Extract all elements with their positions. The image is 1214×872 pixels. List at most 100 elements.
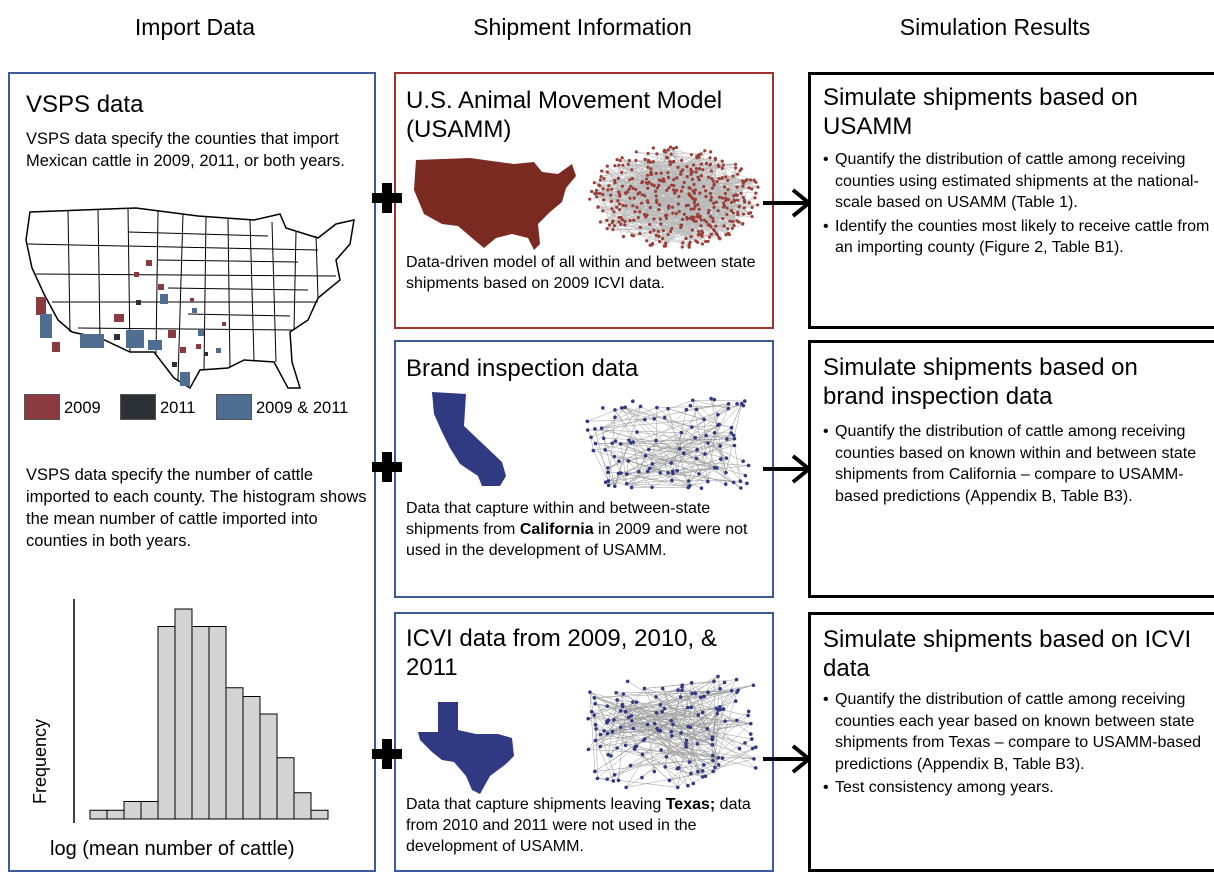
network-node <box>734 163 737 166</box>
network-node <box>709 192 712 195</box>
network-node <box>661 237 664 240</box>
network-node <box>647 152 650 155</box>
network-node <box>612 718 616 722</box>
result-brand-title: Simulate shipments based on brand inspec… <box>823 353 1203 411</box>
network-node <box>729 431 733 435</box>
network-node <box>603 448 607 452</box>
network-node <box>666 471 670 475</box>
network-node <box>711 770 715 774</box>
network-node <box>708 163 711 166</box>
plus-icon <box>372 739 402 769</box>
network-node <box>621 218 624 221</box>
network-node <box>722 707 726 711</box>
network-node <box>636 192 639 195</box>
network-node <box>658 203 661 206</box>
network-node <box>652 146 655 149</box>
network-node <box>687 186 690 189</box>
network-node <box>679 173 682 176</box>
network-node <box>721 217 724 220</box>
network-edge <box>693 400 745 401</box>
network-edge <box>617 700 633 702</box>
histogram-y-axis-label: Frequency <box>30 784 51 804</box>
network-node <box>667 186 670 189</box>
network-node <box>712 206 715 209</box>
network-node <box>665 755 669 759</box>
network-node <box>634 188 637 191</box>
network-node <box>695 457 699 461</box>
histogram-x-axis-label: log (mean number of cattle) <box>50 838 295 861</box>
network-node <box>619 725 623 729</box>
network-node <box>639 405 643 409</box>
network-node <box>628 159 631 162</box>
network-node <box>601 193 604 196</box>
arrow-right-icon <box>763 742 813 776</box>
network-node <box>721 167 724 170</box>
network-node <box>606 470 610 474</box>
network-node <box>672 147 675 150</box>
network-node <box>752 757 756 761</box>
network-node <box>683 181 686 184</box>
histogram-bar <box>311 810 328 819</box>
network-node <box>648 467 652 471</box>
result-icvi-bullets: Quantify the distribution of cattle amon… <box>821 689 1211 801</box>
network-node <box>669 145 672 148</box>
network-node <box>702 763 706 767</box>
network-node <box>605 704 609 708</box>
brand-title: Brand inspection data <box>406 354 638 383</box>
network-node <box>740 192 743 195</box>
network-node <box>724 233 727 236</box>
network-node <box>652 217 655 220</box>
network-node <box>628 197 631 200</box>
network-node <box>645 177 648 180</box>
network-node <box>606 466 610 470</box>
network-node <box>710 177 713 180</box>
network-node <box>650 183 653 186</box>
usamm-network-graph <box>584 142 764 252</box>
network-node <box>676 688 680 692</box>
network-node <box>675 189 678 192</box>
network-node <box>681 185 684 188</box>
network-node <box>652 417 656 421</box>
network-node <box>725 213 728 216</box>
network-node <box>658 703 662 707</box>
simulation-results-header: Simulation Results <box>840 14 1150 41</box>
usamm-panel: U.S. Animal Movement Model (USAMM) Data-… <box>394 72 774 329</box>
network-node <box>673 191 676 194</box>
network-node <box>717 177 720 180</box>
network-node <box>669 230 672 233</box>
network-node <box>695 408 699 412</box>
network-node <box>679 731 683 735</box>
network-node <box>753 178 756 181</box>
network-node <box>703 452 707 456</box>
network-node <box>714 158 717 161</box>
network-node <box>698 178 701 181</box>
network-node <box>753 196 756 199</box>
network-node <box>723 719 727 723</box>
network-node <box>657 208 660 211</box>
network-node <box>713 431 717 435</box>
legend-swatch-2009-2011 <box>216 394 252 420</box>
network-node <box>613 455 617 459</box>
network-node <box>682 451 686 455</box>
network-node <box>627 438 631 442</box>
network-node <box>683 213 686 216</box>
network-node <box>659 748 663 752</box>
network-node <box>732 481 736 485</box>
network-node <box>719 708 723 712</box>
network-node <box>599 178 602 181</box>
network-node <box>684 745 688 749</box>
network-node <box>689 772 693 776</box>
network-node <box>627 163 630 166</box>
network-node <box>671 723 675 727</box>
network-node <box>690 705 694 709</box>
network-node <box>643 418 647 422</box>
network-node <box>680 688 684 692</box>
network-node <box>659 222 662 225</box>
network-node <box>660 710 664 714</box>
network-node <box>692 183 695 186</box>
network-node <box>750 737 754 741</box>
network-node <box>732 211 735 214</box>
plus-icon <box>372 452 402 482</box>
network-node <box>701 168 704 171</box>
network-node <box>589 435 593 439</box>
